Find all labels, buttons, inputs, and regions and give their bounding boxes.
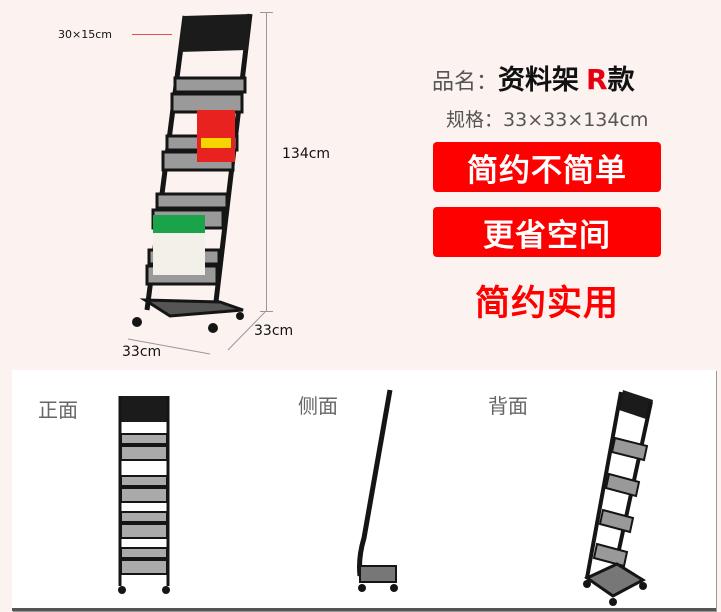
height-dimension-tick-bottom [260,311,273,312]
main-rack-image [125,10,260,350]
spec-value: 33×33×134cm [503,109,649,131]
product-name: 品名：资料架 R款 [432,58,635,97]
width-label: 33cm [122,344,162,360]
badge-simple-practical: 简约实用 [474,284,619,324]
product-name-suffix: 款 [607,65,635,96]
height-dimension-line [266,12,267,312]
views-panel: 正面 侧面 背面 [12,370,716,611]
depth-label: 33cm [254,323,294,339]
product-model: R [586,63,608,96]
base-dimension-lines [127,311,266,355]
front-view-image [117,396,171,596]
badge-simple-not-simple: 简约不简单 [433,142,661,192]
back-view-image [577,388,667,608]
badge-space-saving: 更省空间 [433,207,661,257]
spec-label: 规格： [446,109,504,131]
header-size-pointer [132,34,172,35]
view-label-side: 侧面 [298,394,338,418]
height-dimension-tick-top [260,12,273,13]
height-label: 134cm [282,146,331,162]
view-label-front: 正面 [38,398,78,422]
product-spec: 规格：33×33×134cm [446,105,648,132]
product-name-label: 品名： [432,70,499,95]
header-size-label: 30×15cm [58,28,112,41]
view-label-back: 背面 [488,394,528,418]
product-name-value: 资料架 [498,65,580,96]
side-view-image [342,388,402,598]
